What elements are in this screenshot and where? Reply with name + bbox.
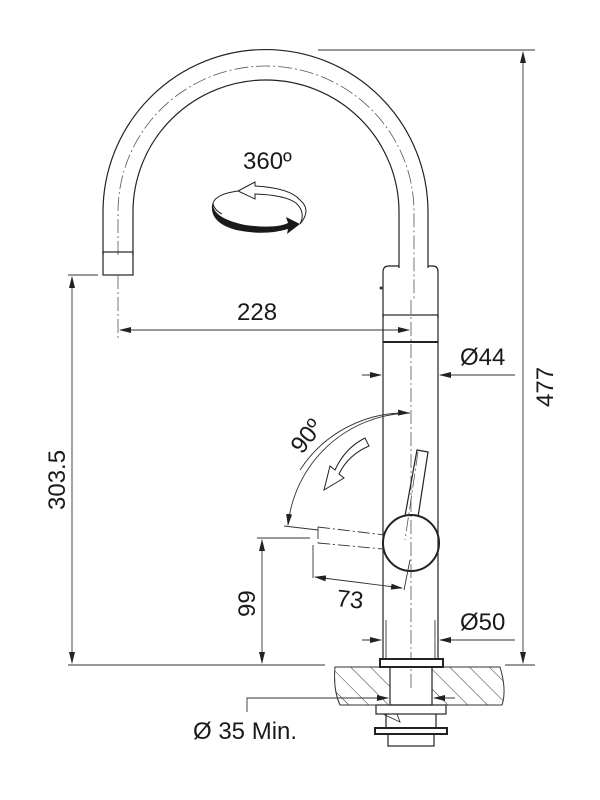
dimension-lines	[68, 49, 535, 712]
body-diameter-lower-label: Ø50	[460, 609, 505, 636]
hole-diameter-label: Ø 35 Min.	[193, 718, 297, 745]
rotation-label: 360º	[243, 148, 292, 175]
spout	[102, 48, 429, 338]
body-diameter-upper-label: Ø44	[460, 344, 505, 371]
rotation-arrow-icon	[211, 181, 307, 234]
overall-height-label: 477	[532, 367, 559, 407]
lever-direction-arrow-icon	[323, 437, 370, 492]
countertop-section	[334, 658, 505, 747]
lever-height-label: 99	[234, 590, 261, 617]
lever-length-label: 73	[335, 585, 364, 615]
faucet-body	[379, 265, 439, 690]
spout-height-label: 303.5	[44, 450, 71, 510]
spout-nozzle	[102, 251, 134, 276]
spout-reach-label: 228	[237, 299, 277, 326]
